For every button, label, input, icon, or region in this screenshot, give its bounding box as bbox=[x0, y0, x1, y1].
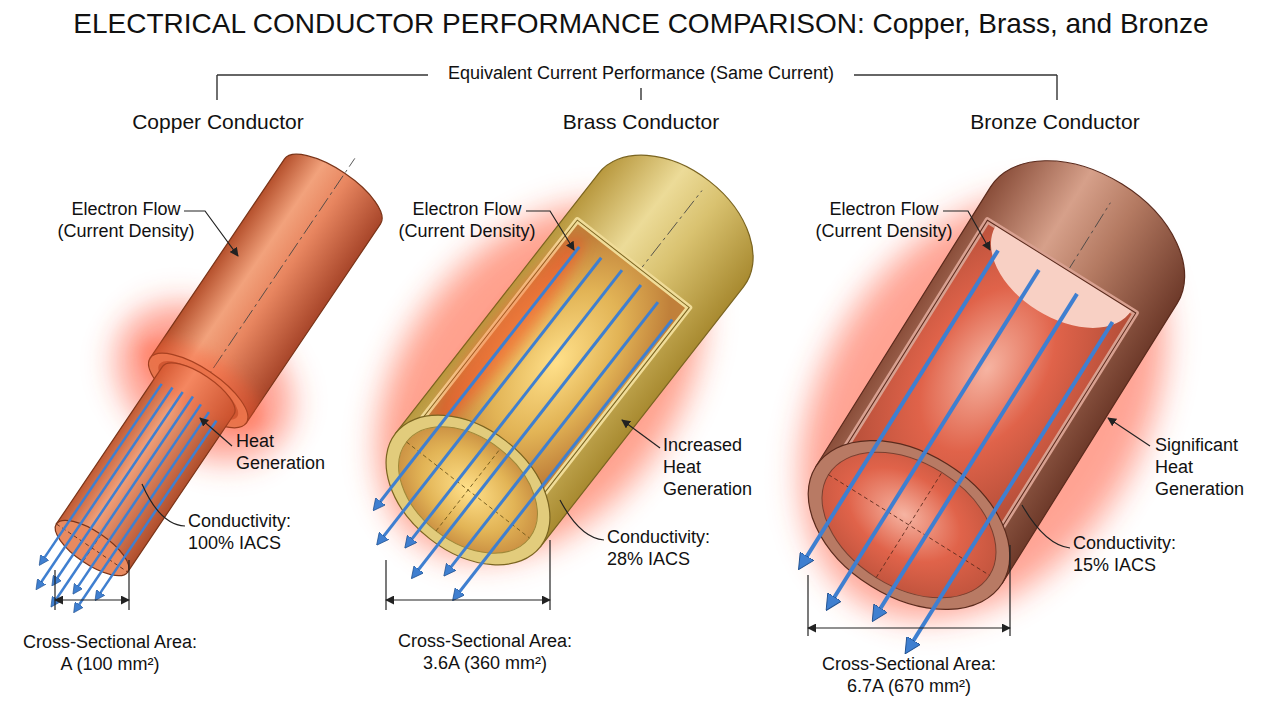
electron-arrow bbox=[97, 421, 216, 598]
diagram-title: ELECTRICAL CONDUCTOR PERFORMANCE COMPARI… bbox=[0, 7, 1282, 41]
dimension-line bbox=[55, 599, 129, 600]
electron-arrow bbox=[408, 270, 622, 544]
bracket-tick bbox=[216, 75, 217, 100]
brass-cylinder bbox=[292, 92, 808, 646]
callout-label: Conductivity: 15% IACS bbox=[1073, 533, 1198, 577]
tube-opening bbox=[796, 422, 1023, 628]
leader-lines bbox=[142, 211, 1150, 548]
column-heading: Copper Conductor bbox=[88, 109, 348, 135]
electron-flow-arrows bbox=[358, 241, 678, 604]
electron-arrow bbox=[908, 322, 1112, 648]
electron-flow-arrows bbox=[26, 378, 221, 622]
bracket-tick bbox=[1056, 75, 1057, 100]
callout-label: Increased Heat Generation bbox=[663, 435, 768, 501]
electron-arrow bbox=[376, 247, 579, 507]
dimension-line bbox=[808, 627, 1010, 628]
callout-label: Electron Flow (Current Density) bbox=[382, 199, 552, 243]
column-heading: Bronze Conductor bbox=[925, 109, 1185, 135]
copper-cylinder bbox=[0, 105, 434, 657]
bracket-line bbox=[217, 74, 428, 75]
extension-line bbox=[385, 560, 386, 610]
extension-line bbox=[807, 575, 808, 636]
column-heading: Brass Conductor bbox=[511, 109, 771, 135]
axis-line bbox=[198, 158, 355, 390]
electron-arrow bbox=[76, 412, 209, 609]
tube-face bbox=[778, 406, 1041, 645]
electron-arrow bbox=[876, 294, 1077, 616]
electron-flow-arrows bbox=[791, 246, 1115, 653]
dimension-line bbox=[386, 599, 550, 600]
electron-arrow bbox=[41, 384, 161, 562]
dimension-lines bbox=[55, 540, 1010, 636]
electron-arrow bbox=[54, 392, 183, 583]
leader-line bbox=[560, 500, 604, 540]
dimension-label: Cross-Sectional Area: A (100 mm²) bbox=[18, 632, 202, 676]
leader-line bbox=[200, 418, 232, 446]
callout-label: Conductivity: 100% IACS bbox=[188, 511, 313, 555]
dimension-label: Cross-Sectional Area: 6.7A (670 mm²) bbox=[817, 654, 1001, 698]
callout-label: Electron Flow (Current Density) bbox=[799, 199, 969, 243]
leader-line bbox=[622, 420, 660, 448]
heat-glow bbox=[726, 126, 1241, 686]
leader-line bbox=[1108, 418, 1150, 446]
leader-line bbox=[1022, 505, 1070, 548]
electron-arrow bbox=[53, 397, 193, 604]
electron-arrow bbox=[380, 258, 602, 542]
electron-arrow bbox=[414, 285, 641, 575]
callout-label: Conductivity: 28% IACS bbox=[607, 527, 732, 571]
dimension-label: Cross-Sectional Area: 3.6A (360 mm²) bbox=[393, 631, 577, 675]
electron-arrow bbox=[830, 270, 1039, 605]
bronze-cylinder bbox=[715, 99, 1258, 703]
electron-arrow bbox=[38, 388, 172, 587]
bracket-tick bbox=[640, 88, 641, 100]
electron-arrow bbox=[802, 250, 998, 564]
callout-label: Significant Heat Generation bbox=[1155, 435, 1260, 501]
electron-arrow bbox=[75, 404, 201, 591]
bracket-line bbox=[854, 74, 1057, 75]
extension-line bbox=[128, 560, 129, 610]
leader-line bbox=[142, 484, 185, 526]
extension-line bbox=[1009, 545, 1010, 636]
bracket-label: Equivalent Current Performance (Same Cur… bbox=[426, 63, 856, 85]
callout-label: Electron Flow (Current Density) bbox=[41, 199, 211, 243]
callout-label: Heat Generation bbox=[236, 431, 346, 475]
extension-line bbox=[54, 570, 55, 610]
